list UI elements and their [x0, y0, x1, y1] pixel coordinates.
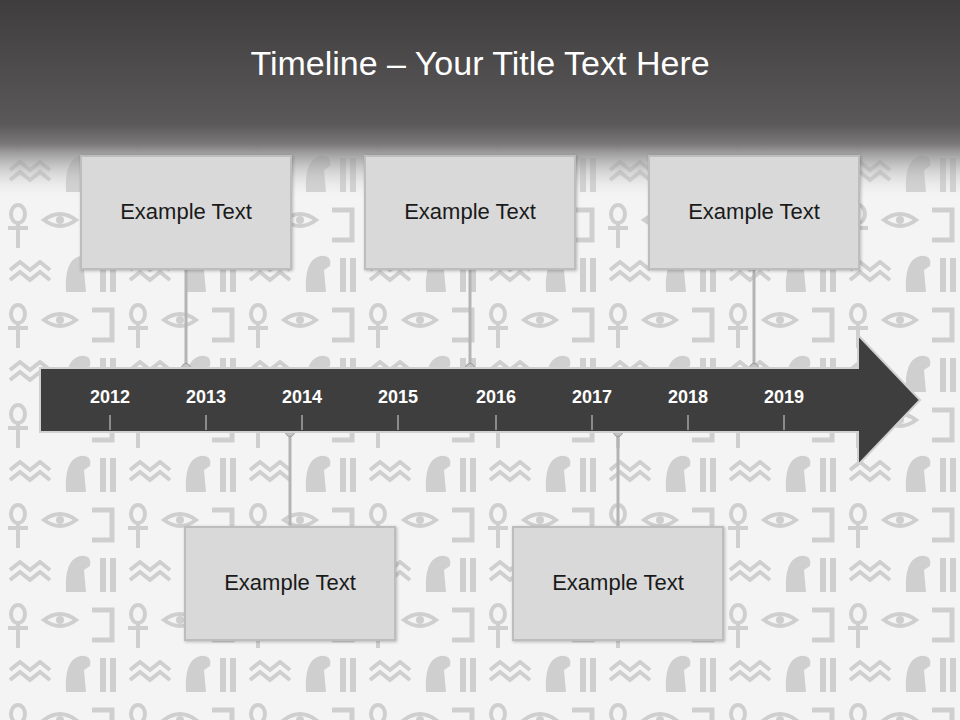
leader-line	[614, 428, 623, 526]
year-label: 2014	[282, 387, 322, 408]
year-label: 2017	[572, 387, 612, 408]
leader-line	[466, 270, 475, 373]
timeline-arrow: 2012 2013 2014 2015 2016 2017 2018 2019	[38, 333, 924, 467]
event-box: Example Text	[364, 155, 576, 270]
year-label: 2015	[378, 387, 418, 408]
event-text: Example Text	[552, 570, 684, 596]
event-text: Example Text	[404, 199, 536, 225]
slide-title: Timeline – Your Title Text Here	[0, 44, 960, 83]
event-box: Example Text	[512, 526, 724, 641]
year-label: 2016	[476, 387, 516, 408]
leader-line	[182, 270, 191, 373]
year-label: 2018	[668, 387, 708, 408]
event-text: Example Text	[224, 570, 356, 596]
leader-line	[286, 428, 295, 526]
event-text: Example Text	[688, 199, 820, 225]
event-box: Example Text	[80, 155, 292, 270]
event-text: Example Text	[120, 199, 252, 225]
event-box: Example Text	[648, 155, 860, 270]
year-label: 2019	[764, 387, 804, 408]
event-box: Example Text	[184, 526, 396, 641]
year-label: 2013	[186, 387, 226, 408]
leader-line	[750, 270, 759, 373]
year-label: 2012	[90, 387, 130, 408]
